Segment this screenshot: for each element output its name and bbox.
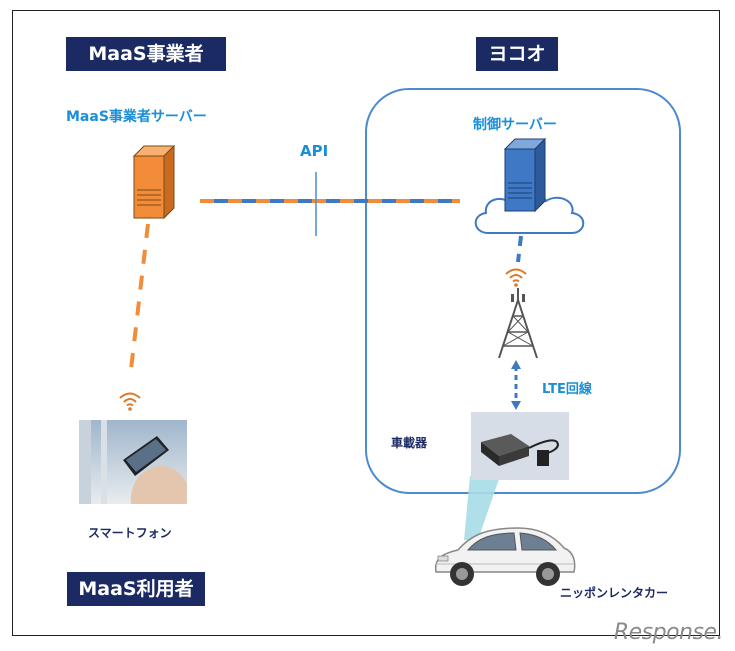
- lte-tower-icon: [498, 288, 538, 359]
- server-icon-blue: [503, 137, 547, 213]
- onboard-unit-label: 車載器: [391, 436, 428, 450]
- maas-operator-label: MaaS事業者: [66, 37, 226, 71]
- device-beam: [464, 476, 500, 540]
- yokoo-system-container: [365, 88, 681, 494]
- control-server-label: 制御サーバー: [473, 117, 557, 133]
- smartphone-image: [79, 420, 187, 504]
- car-image: [434, 527, 576, 586]
- wifi-icon: [505, 268, 527, 287]
- maas-user-label: MaaS利用者: [67, 572, 205, 606]
- smartphone-label: スマートフォン: [88, 526, 172, 540]
- lte-arrow-up: [511, 360, 521, 369]
- yokoo-label: ヨコオ: [476, 37, 558, 71]
- server-icon-orange: [132, 144, 176, 220]
- onboard-device-image: [471, 412, 569, 480]
- response-watermark: Response.: [613, 620, 724, 645]
- maas-server-label: MaaS事業者サーバー: [66, 109, 207, 125]
- lte-label: LTE回線: [542, 382, 592, 397]
- rental-car-label: ニッポンレンタカー: [560, 586, 669, 600]
- orange-dashed-link: [128, 223, 150, 379]
- lte-arrow-down: [511, 401, 521, 410]
- wifi-icon: [119, 392, 141, 411]
- blue-dashed-link: [516, 235, 523, 263]
- api-label: API: [300, 142, 329, 160]
